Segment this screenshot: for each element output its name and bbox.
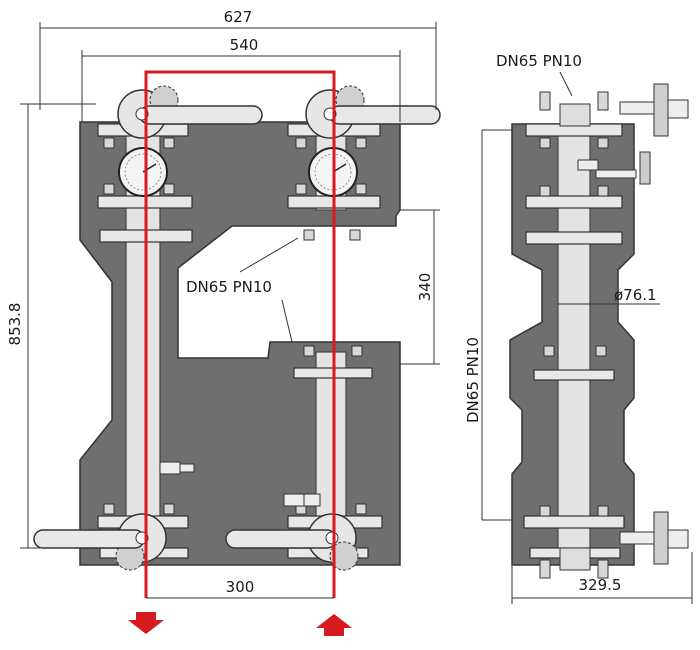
dim-gap-height: 340 bbox=[400, 209, 440, 365]
valve-bottom-left bbox=[33, 513, 167, 571]
arrow-up-icon bbox=[316, 614, 352, 636]
flange bbox=[525, 231, 623, 245]
pipe-diameter-label: ø76.1 bbox=[614, 286, 657, 304]
side-bolts bbox=[539, 91, 609, 579]
dim-pipe-spacing: 300 bbox=[146, 578, 334, 599]
front-bolts bbox=[103, 137, 367, 515]
front-view: 627 540 853.8 340 300 bbox=[6, 8, 441, 636]
overall-width-label: 627 bbox=[224, 8, 253, 26]
pressure-gauge-left bbox=[118, 147, 168, 197]
flange-width-label: 540 bbox=[230, 36, 259, 54]
dim-pipe-diameter: ø76.1 bbox=[558, 286, 660, 305]
side-vertical-pipe bbox=[557, 129, 591, 551]
leader-line bbox=[239, 237, 299, 273]
valve-top-right bbox=[305, 85, 441, 139]
arrow-down-icon bbox=[128, 612, 164, 634]
leader-line bbox=[559, 71, 573, 97]
flange bbox=[523, 515, 625, 529]
drain-fitting-left bbox=[159, 461, 195, 475]
gap-height-label: 340 bbox=[416, 273, 434, 302]
side-width-label: 329.5 bbox=[579, 576, 622, 594]
side-vertical-spec-label: DN65 PN10 bbox=[464, 337, 482, 423]
flange bbox=[533, 369, 615, 381]
side-valve-top bbox=[559, 83, 689, 137]
pipe-spacing-label: 300 bbox=[226, 578, 255, 596]
side-valve-bottom bbox=[559, 511, 689, 571]
flange bbox=[525, 195, 623, 209]
drain-fitting-right bbox=[283, 493, 321, 507]
flow-path-line bbox=[144, 70, 336, 598]
side-vertical-spec: DN65 PN10 bbox=[464, 129, 512, 521]
leader-line bbox=[281, 299, 293, 343]
front-pipe-spec-label: DN65 PN10 bbox=[186, 278, 272, 296]
dim-overall-width: 627 bbox=[39, 8, 437, 110]
overall-height-label: 853.8 bbox=[6, 303, 24, 346]
side-view: 329.5 ø76.1 DN65 PN10 DN65 PN10 bbox=[464, 52, 693, 604]
dim-side-width: 329.5 bbox=[511, 552, 693, 604]
side-top-spec-label: DN65 PN10 bbox=[496, 52, 582, 70]
dim-overall-height: 853.8 bbox=[6, 103, 96, 549]
side-gauge-stem bbox=[577, 151, 651, 185]
dim-flange-width: 540 bbox=[81, 36, 401, 122]
valve-top-left bbox=[117, 85, 263, 139]
